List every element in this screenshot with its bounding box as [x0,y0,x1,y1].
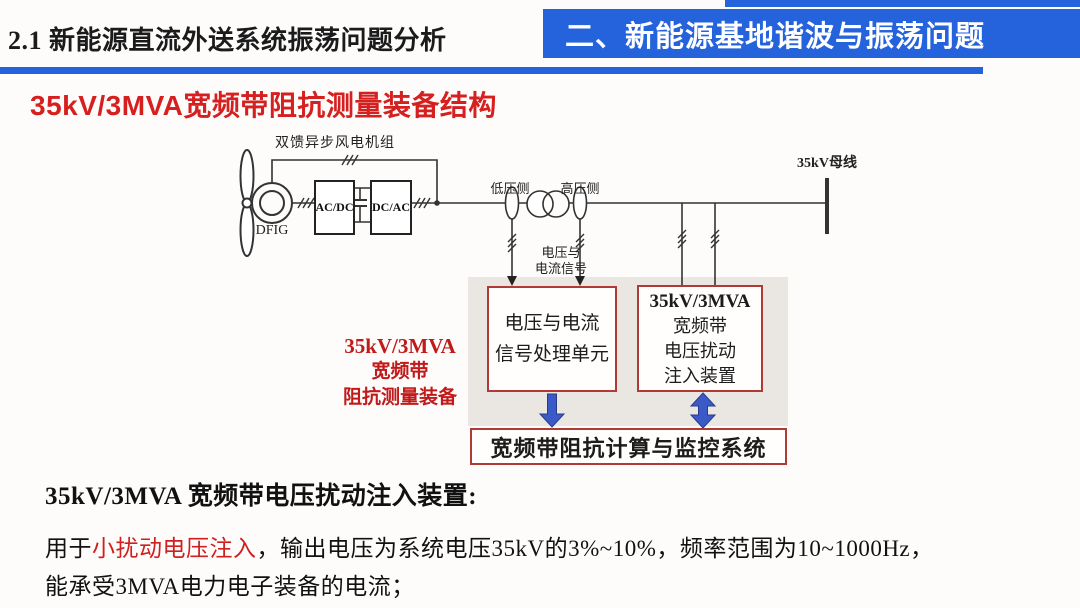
dfig-generator-icon [251,182,293,224]
converter-acdc-box: AC/DC [314,180,355,235]
header-rule [0,67,983,74]
chapter-banner-title: 二、新能源基地谐波与振荡问题 [565,20,986,53]
voltage-injection-device-box: 35kV/3MVA 宽频带 电压扰动 注入装置 [637,285,763,392]
dfig-label: DFIG [255,223,289,238]
hv-side-label: 高压侧 [560,181,600,196]
note-heading: 35kV/3MVA 宽频带电压扰动注入装置: [45,483,478,510]
wind-turbine-icon [239,149,255,257]
injection-tap-wires [681,203,716,286]
signal-processing-unit-box: 电压与电流 信号处理单元 [487,286,617,392]
equipment-label: 35kV/3MVA 宽频带 阻抗测量装备 [342,334,457,408]
converter-dcac-box: DC/AC [370,180,412,235]
three-phase-marks [297,154,720,253]
page-title: 35kV/3MVA宽频带阻抗测量装备结构 [30,90,497,121]
bus-label: 35kV母线 [797,156,857,171]
wind-unit-label: 双馈异步风电机组 [275,136,395,151]
signal-label: 电压与 电流信号 [534,245,587,276]
note-paragraph-line2: 能承受3MVA电力电子装备的电流； [45,574,415,599]
section-title: 2.1 新能源直流外送系统振荡问题分析 [8,26,447,55]
monitoring-system-box: 宽频带阻抗计算与监控系统 [470,428,787,465]
highlighted-phrase: 小扰动电压注入 [92,536,257,561]
note-paragraph-line1: 用于小扰动电压注入，输出电压为系统电压35kV的3%~10%，频率范围为10~1… [45,536,934,561]
lv-side-label: 低压侧 [490,181,530,196]
junction-dot [434,200,440,206]
top-accent-strip [725,0,1080,7]
chapter-banner: 二、新能源基地谐波与振荡问题 [543,9,1080,58]
